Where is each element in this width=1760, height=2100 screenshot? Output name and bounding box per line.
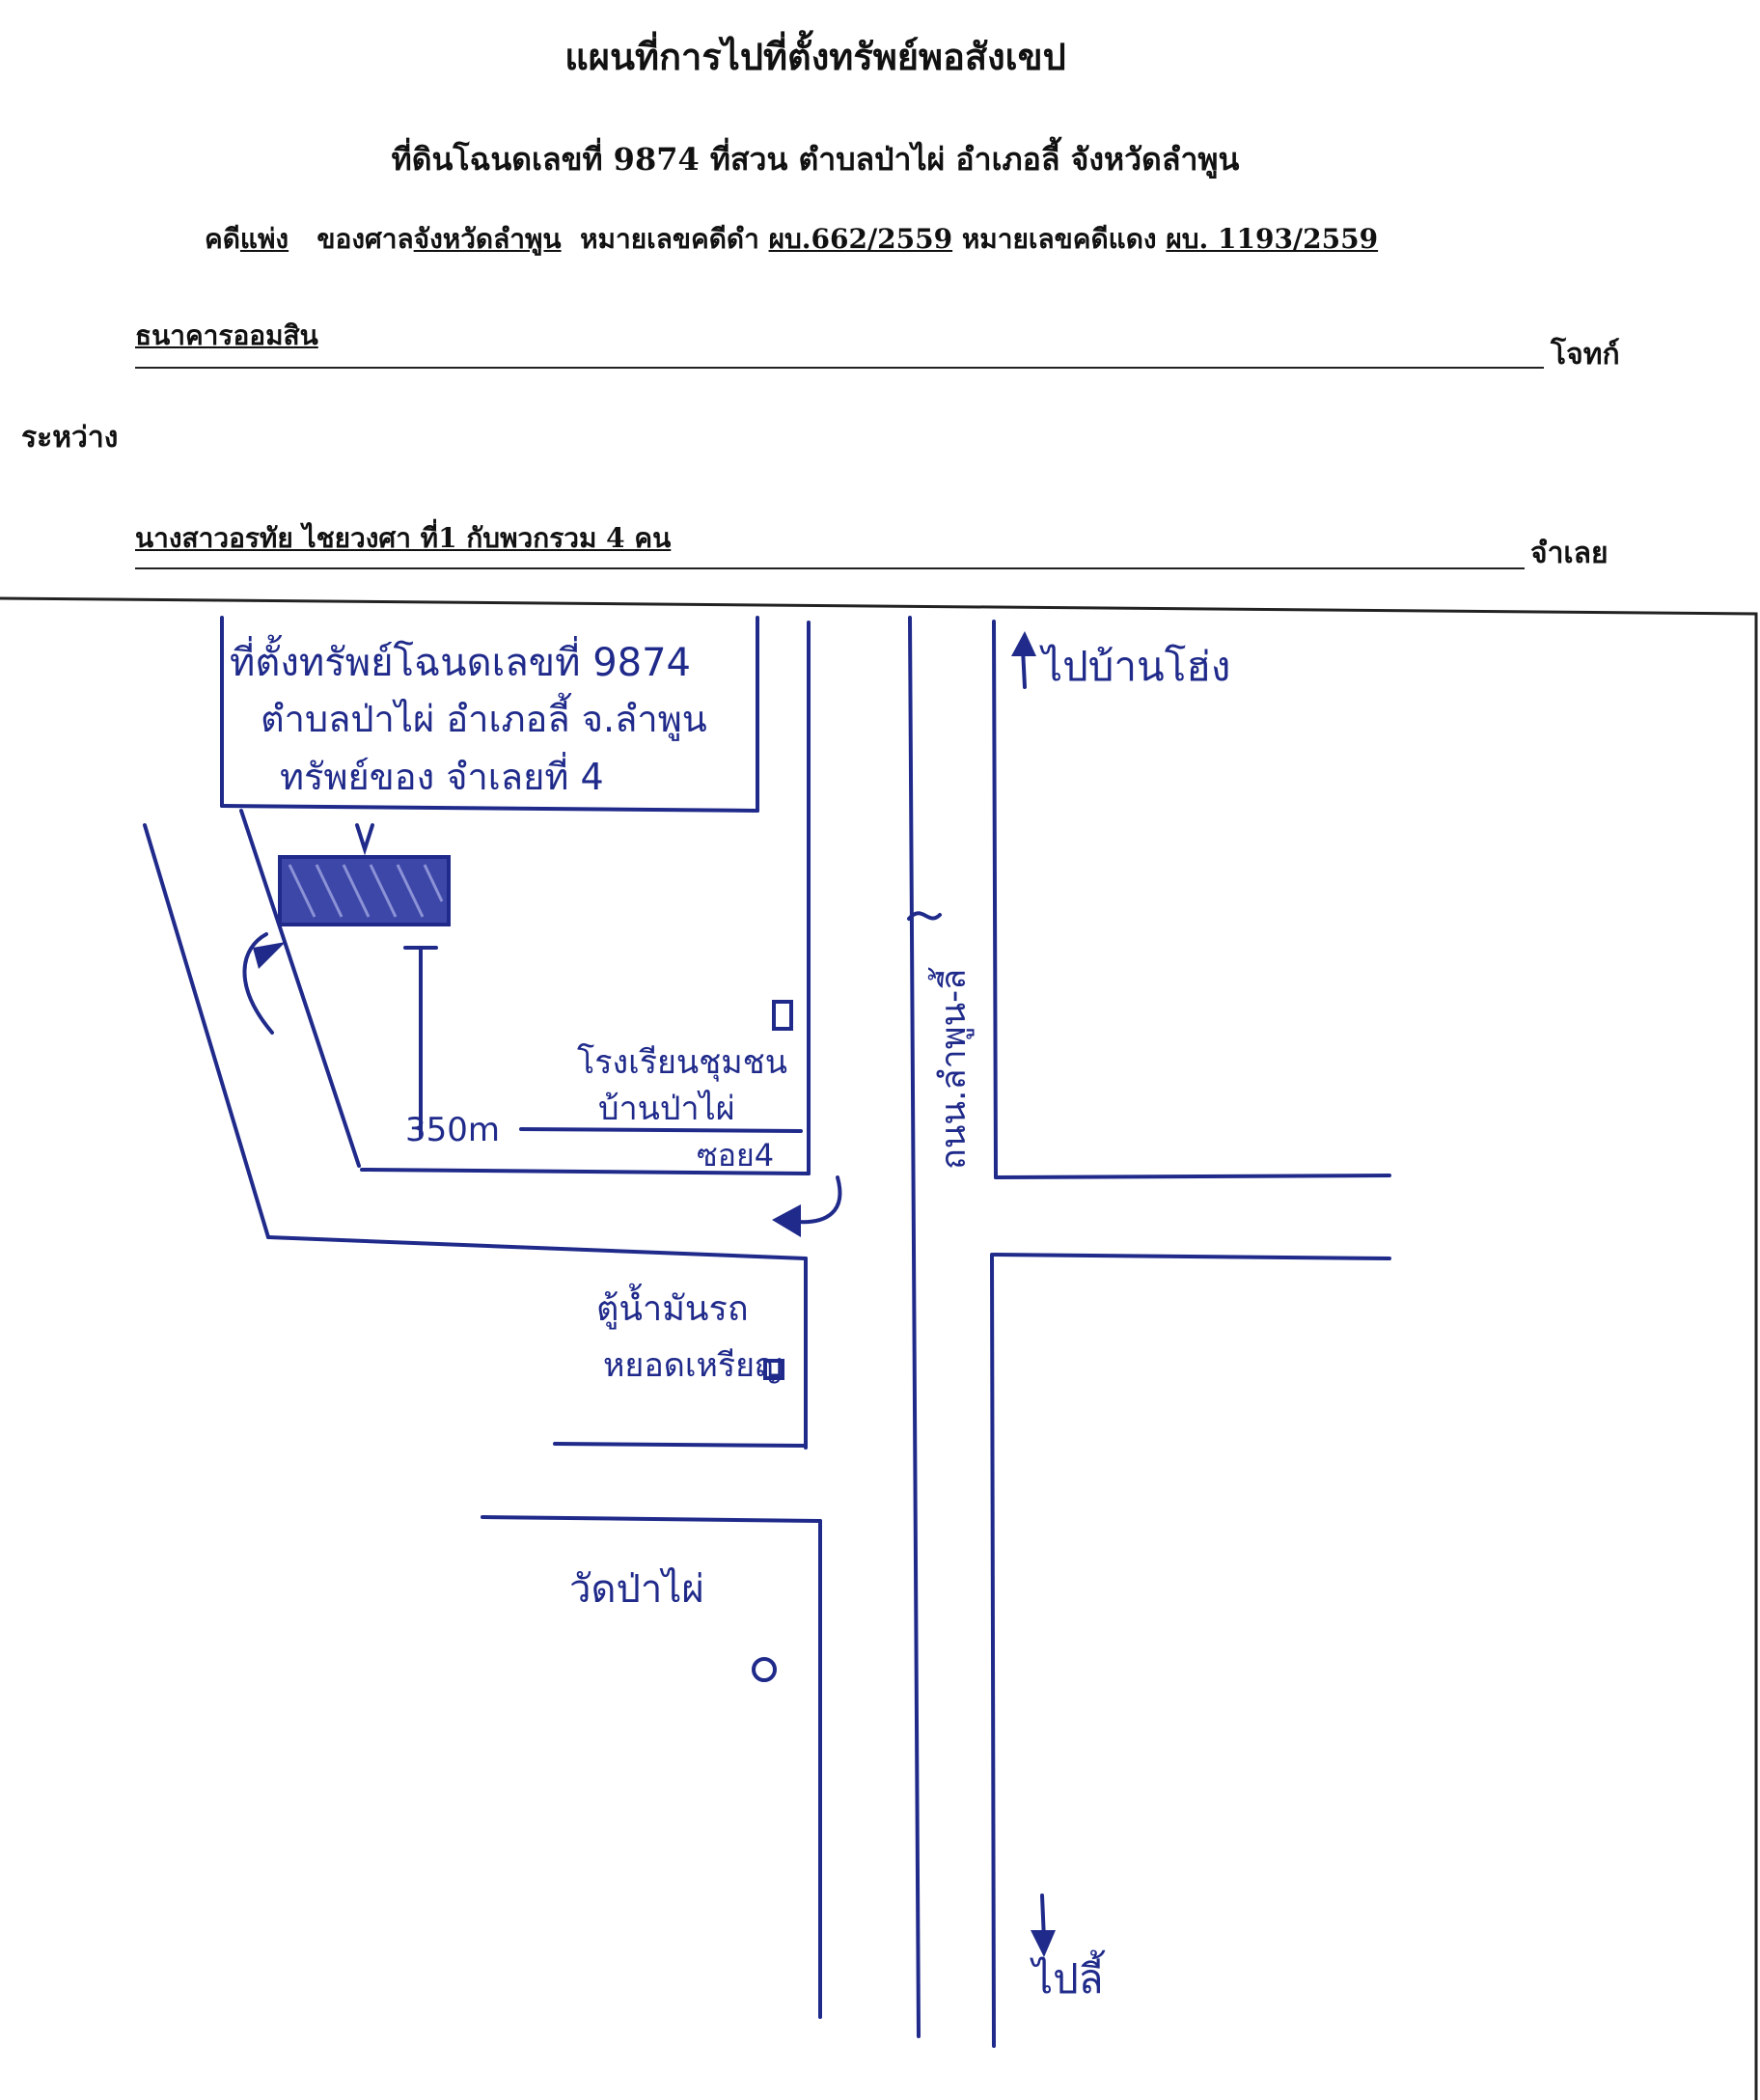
- map-frame: [0, 596, 1758, 2100]
- temple-label: วัดป่าไผ่: [569, 1567, 704, 1612]
- property-note-line-3: ทรัพย์ของ จำเลยที่ 4: [280, 752, 604, 798]
- to-north-label: ไปบ้านโฮ่ง: [1039, 643, 1230, 690]
- shop-marker: [763, 1359, 784, 1380]
- access-lane-east: [239, 809, 361, 1168]
- red-case-label: หมายเลขคดีแดง: [961, 223, 1157, 255]
- west-turn-arrow-tail: [242, 932, 274, 1035]
- temple-marker: [752, 1657, 777, 1682]
- property-parcel: [278, 855, 451, 926]
- case-prefix: คดี: [205, 223, 240, 255]
- red-case-number: ผบ. 1193/2559: [1166, 223, 1379, 255]
- court-label: ของศาล: [316, 223, 414, 255]
- defendant-role: จำเลย: [1530, 537, 1609, 570]
- black-case-label: หมายเลขคดีดำ: [580, 223, 759, 255]
- to-south-label: ไปลี้: [1030, 1949, 1106, 2003]
- school-label-line-2: บ้านป่าไผ่: [598, 1090, 735, 1128]
- shop-label-line-2: หยอดเหรียญ: [603, 1346, 783, 1385]
- hand-drawn-map: ที่ตั้งทรัพย์โฉนดเลขที่ 9874 ตำบลป่าไผ่ …: [0, 596, 1758, 2100]
- court-name: จังหวัดลำพูน: [413, 223, 562, 255]
- plaintiff-name: ธนาคารออมสิน: [135, 319, 318, 351]
- case-type: แพ่ง: [239, 223, 289, 255]
- road-squiggle: [907, 911, 942, 921]
- soi4-label: ซอย4: [697, 1137, 774, 1174]
- plaintiff-underline: [135, 367, 1544, 369]
- main-road-west-edge: [908, 616, 921, 2038]
- property-note-line-2: ตำบลป่าไผ่ อำเภอลี้ จ.ลำพูน: [261, 692, 707, 741]
- shop-label-line-1: ตู้น้ำมันรถ: [596, 1283, 749, 1330]
- note-box-bottom: [220, 804, 759, 813]
- between-label: ระหว่าง: [21, 421, 119, 455]
- school-marker: [772, 1000, 793, 1031]
- block2-south-edge: [553, 1442, 808, 1448]
- case-info-line: คดีแพ่ง ของศาลจังหวัดลำพูน หมายเลขคดีดำ …: [205, 218, 1378, 261]
- map-title: แผนที่การไปที่ตั้งทรัพย์พอสังเขป: [564, 35, 1066, 78]
- soi4-turn-arrowhead: [772, 1204, 801, 1237]
- property-note-line-1: ที่ตั้งทรัพย์โฉนดเลขที่ 9874: [230, 634, 691, 685]
- main-road-east-edge-south: [990, 1253, 996, 2048]
- black-case-number: ผบ.662/2559: [768, 223, 953, 255]
- main-road-east-edge-north: [992, 620, 998, 1179]
- soi4-south-edge: [266, 1235, 808, 1260]
- distance-leader: [519, 1127, 803, 1133]
- distance-label: 350m: [405, 1111, 500, 1149]
- plaintiff-role: โจทก์: [1551, 338, 1620, 372]
- access-lane-west: [143, 823, 270, 1239]
- west-turn-arrowhead: [253, 942, 286, 969]
- note-pointer: [355, 823, 374, 856]
- school-label-line-1: โรงเรียนชุมชน: [577, 1043, 787, 1082]
- east-road-north-edge: [994, 1174, 1391, 1179]
- east-road-south-edge: [992, 1253, 1391, 1260]
- soi4-turn-arrow-tail: [795, 1175, 842, 1225]
- soi4-north-edge: [360, 1168, 811, 1175]
- defendant-underline: [135, 567, 1525, 569]
- main-road-label: ถนน.ลำพูน-ลี้: [927, 966, 975, 1170]
- defendant-name: นางสาวอรทัย ไชยวงศา ที่1 กับพวกรวม 4 คน: [135, 522, 672, 554]
- temple-block-north-edge: [481, 1515, 822, 1523]
- north-arrowhead: [1011, 631, 1036, 656]
- south-arrowhead: [1031, 1930, 1056, 1957]
- deed-subtitle: ที่ดินโฉนดเลขที่ 9874 ที่สวน ตำบลป่าไผ่ …: [391, 141, 1240, 178]
